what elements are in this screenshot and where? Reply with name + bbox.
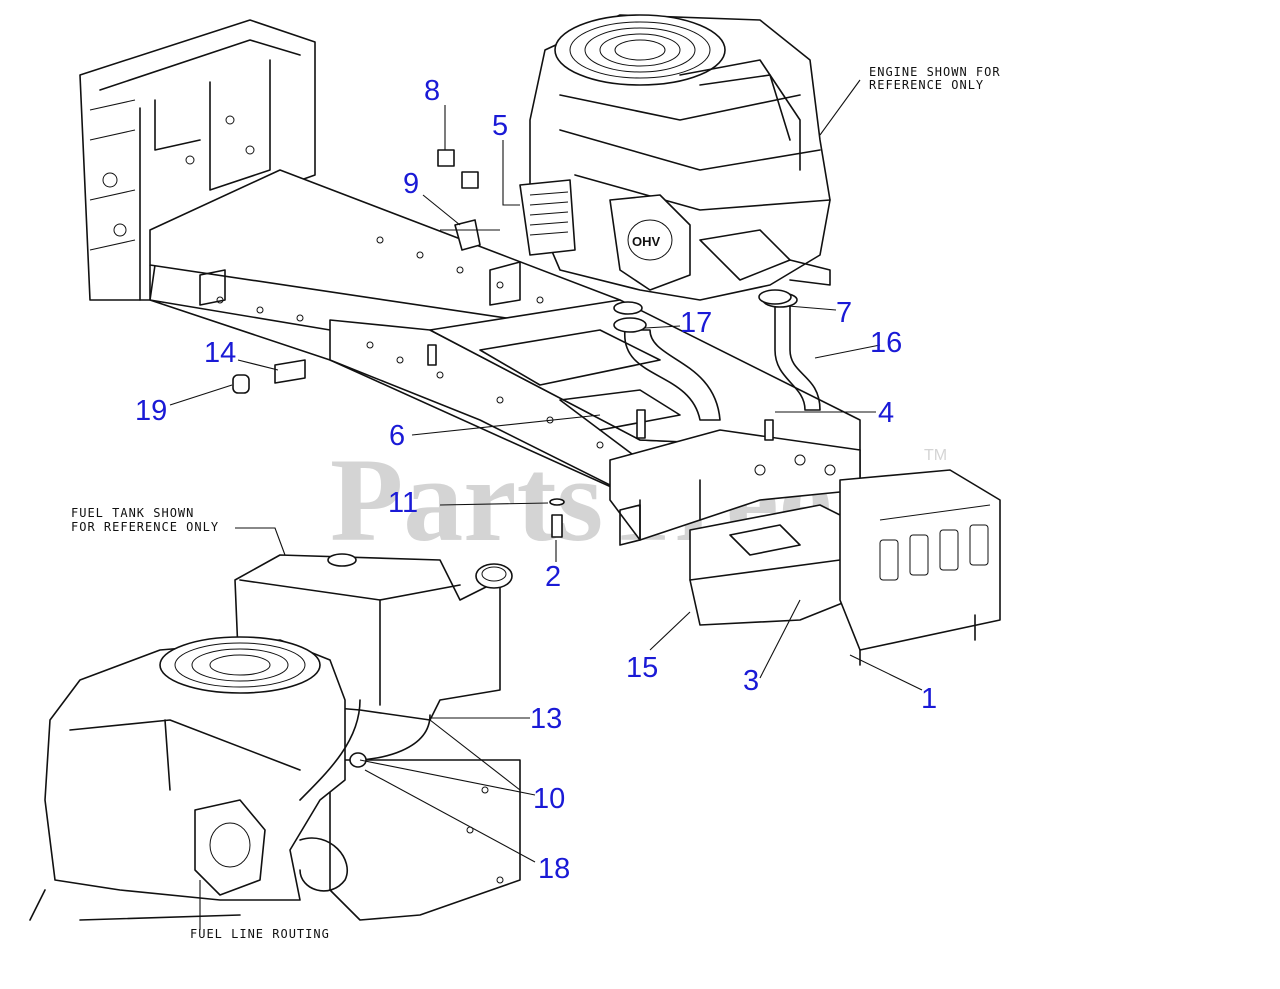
engine-brand-label: OHV <box>632 234 661 249</box>
callout-16: 16 <box>870 327 902 359</box>
callout-9: 9 <box>403 168 419 200</box>
fuel-tank-note-line2: FOR REFERENCE ONLY <box>71 520 219 534</box>
notes: ENGINE SHOWN FOR REFERENCE ONLY FUEL TAN… <box>71 65 1001 941</box>
callout-3: 3 <box>743 665 759 697</box>
main-frame <box>149 169 861 546</box>
oring-part-11 <box>549 498 565 506</box>
callout-10: 10 <box>533 783 565 815</box>
connector-part <box>461 171 479 189</box>
gasket-part-7 <box>758 289 792 305</box>
callout-1: 1 <box>921 683 937 715</box>
engine-top: OHV <box>519 14 831 301</box>
engine-note-line1: ENGINE SHOWN FOR <box>869 65 1001 79</box>
stud-part-6 <box>636 409 646 439</box>
callouts: 8 5 9 7 17 16 14 19 4 6 11 2 15 3 1 13 1… <box>135 75 937 885</box>
plug-part-19 <box>232 374 250 394</box>
callout-18: 18 <box>538 853 570 885</box>
callout-11: 11 <box>388 487 418 519</box>
switch-part-14 <box>274 359 306 384</box>
callout-6: 6 <box>389 420 405 452</box>
relay-part-8 <box>437 149 455 167</box>
small-parts <box>232 149 792 538</box>
stud-part-4 <box>764 419 774 441</box>
fitting-part-9 <box>454 219 481 251</box>
fuel-line-note: FUEL LINE ROUTING <box>190 927 330 941</box>
fuel-tank-note-line1: FUEL TANK SHOWN <box>71 506 194 520</box>
callout-13: 13 <box>530 703 562 735</box>
bolt-part-2 <box>551 514 563 538</box>
watermark-trademark: TM <box>924 447 947 464</box>
callout-14: 14 <box>204 337 236 369</box>
engine-note-line2: REFERENCE ONLY <box>869 78 984 92</box>
callout-5: 5 <box>492 110 508 142</box>
callout-4: 4 <box>878 397 894 429</box>
callout-15: 15 <box>626 652 658 684</box>
callout-17: 17 <box>680 307 712 339</box>
callout-7: 7 <box>836 297 852 329</box>
callout-19: 19 <box>135 395 167 427</box>
leader-lines <box>169 79 923 930</box>
muffler-assembly <box>689 469 1001 666</box>
stud-part <box>427 344 437 366</box>
fuel-inset <box>29 553 521 921</box>
callout-8: 8 <box>424 75 440 107</box>
callout-2: 2 <box>545 561 561 593</box>
